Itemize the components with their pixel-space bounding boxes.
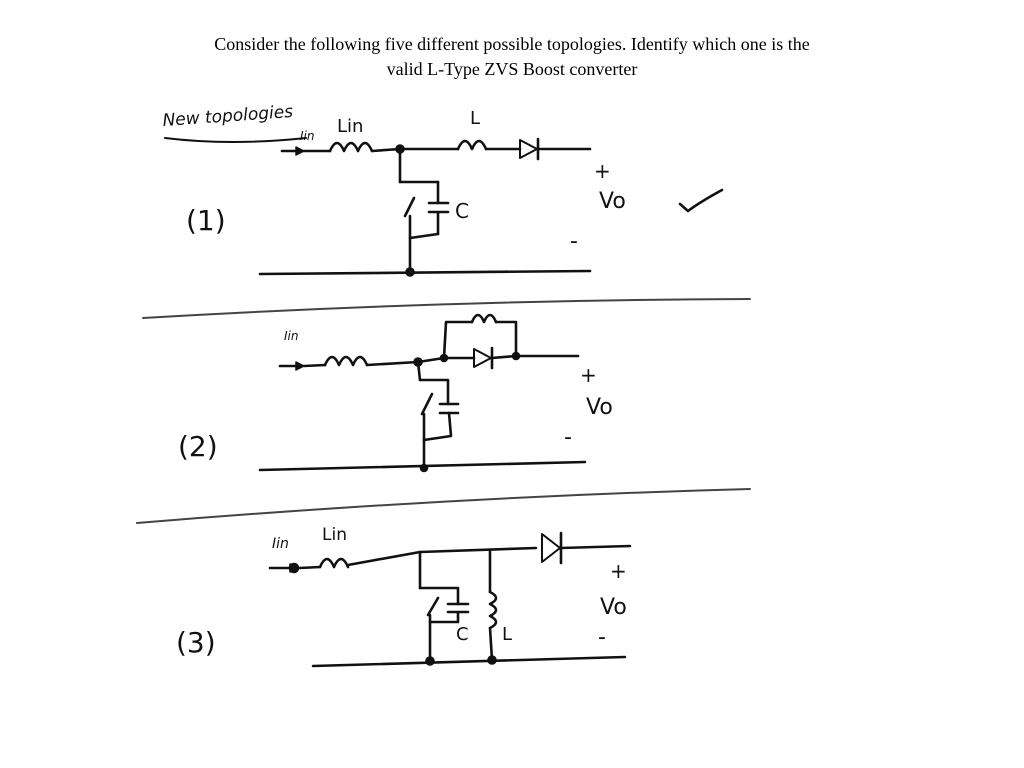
t3-output-wire bbox=[559, 544, 632, 550]
topology-1: (1) Iin Lin L bbox=[186, 108, 724, 277]
t3-shunt-inductor bbox=[488, 590, 498, 630]
t2-branch-bottom bbox=[422, 411, 453, 442]
t2-wire-to-node bbox=[365, 360, 420, 367]
t3-branch-bottom bbox=[428, 610, 460, 624]
t2-minus: - bbox=[564, 425, 572, 450]
t3-shunt-bottom-wire bbox=[488, 626, 494, 662]
t2-input-inductor bbox=[323, 355, 369, 367]
t2-parallel-right bbox=[494, 320, 518, 358]
t2-iin-label: Iin bbox=[284, 329, 298, 343]
t2-ground-rail bbox=[258, 460, 587, 472]
t1-check-mark bbox=[678, 188, 724, 213]
t2-branch-drop bbox=[416, 360, 422, 382]
t2-wire-to-parallel bbox=[416, 356, 446, 364]
heading-text: New topologies bbox=[162, 102, 294, 131]
t1-diode bbox=[519, 139, 538, 159]
t3-diode bbox=[541, 533, 561, 563]
t3-top-rail bbox=[346, 546, 538, 567]
t3-lin-inductor bbox=[318, 557, 350, 569]
t2-diode bbox=[473, 348, 492, 368]
heading-underline bbox=[164, 137, 307, 143]
t1-plus: + bbox=[594, 159, 611, 183]
t2-branch-top bbox=[418, 378, 450, 406]
t1-switch-blade bbox=[403, 196, 416, 218]
t1-ground-rail bbox=[258, 269, 592, 276]
separator-2 bbox=[136, 488, 751, 524]
t2-input-wire bbox=[302, 363, 327, 368]
topology-3-number: (3) bbox=[176, 626, 216, 659]
t2-parallel-left bbox=[442, 320, 474, 360]
topology-3: (3) Iin Lin C bbox=[176, 525, 632, 668]
t1-l-label: L bbox=[470, 108, 480, 129]
t3-ground-rail bbox=[311, 655, 627, 668]
t3-branch-top bbox=[418, 586, 460, 606]
t1-lin-label: Lin bbox=[337, 116, 363, 137]
topology-2: (2) Iin bbox=[178, 313, 613, 473]
t2-vo: Vo bbox=[586, 395, 613, 420]
t1-series-inductor bbox=[456, 139, 488, 151]
t3-c-label: C bbox=[456, 624, 469, 645]
topology-2-number: (2) bbox=[178, 430, 218, 463]
t2-current-arrow bbox=[295, 361, 305, 371]
separator-1 bbox=[142, 298, 751, 319]
t1-branch-bottom bbox=[408, 232, 440, 274]
t1-current-arrow bbox=[295, 146, 305, 156]
t1-c-label: C bbox=[455, 199, 469, 223]
t2-plus: + bbox=[580, 363, 597, 387]
t1-lin-inductor bbox=[328, 141, 374, 153]
t3-lin-label: Lin bbox=[322, 525, 347, 545]
t3-l-label: L bbox=[502, 624, 512, 645]
question-text: Consider the following five different po… bbox=[0, 32, 1024, 82]
t2-parallel-inductor bbox=[470, 313, 498, 324]
t3-input-wire bbox=[298, 565, 322, 570]
t3-vo: Vo bbox=[600, 595, 627, 620]
topology-1-number: (1) bbox=[186, 204, 226, 237]
t3-switch-blade bbox=[426, 596, 440, 617]
t2-switch-blade bbox=[420, 392, 434, 416]
question-line-2: valid L-Type ZVS Boost converter bbox=[386, 59, 638, 79]
t3-iin-label: Iin bbox=[272, 536, 289, 552]
question-line-1: Consider the following five different po… bbox=[214, 34, 810, 54]
t3-current-arrow bbox=[289, 563, 301, 573]
t1-vo: Vo bbox=[599, 189, 626, 214]
sketch-heading: New topologies bbox=[162, 102, 307, 143]
t1-iin-label: Iin bbox=[300, 129, 314, 143]
t1-minus: - bbox=[570, 229, 578, 254]
t3-minus: - bbox=[598, 625, 606, 650]
t3-plus: + bbox=[610, 559, 627, 583]
